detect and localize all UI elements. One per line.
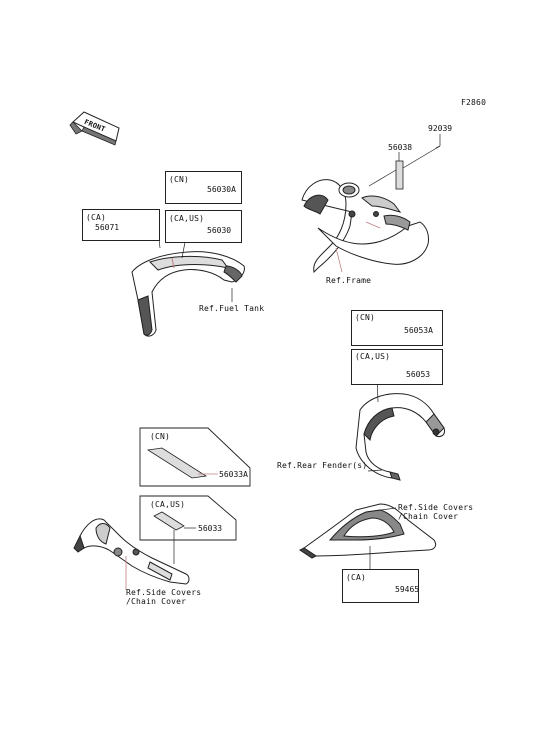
figure-id: F2860 <box>461 98 487 107</box>
front-arrow-icon <box>69 111 120 146</box>
part-56053a: 56053A <box>404 326 433 335</box>
callout-cn-56030a <box>165 171 242 204</box>
callout-ca-59465 <box>342 569 419 603</box>
part-56030: 56030 <box>207 226 232 235</box>
region-ca-side: (CA) <box>346 573 367 582</box>
rear-fender-part <box>355 393 445 481</box>
part-59465: 59465 <box>395 585 420 594</box>
callout-cn-56053a <box>351 310 443 346</box>
region-ca: (CA) <box>86 213 107 222</box>
region-ca-us-fender: (CA,US) <box>355 352 391 361</box>
region-cn-chain: (CN) <box>150 432 171 441</box>
ref-fuel-tank: Ref.Fuel Tank <box>199 304 265 313</box>
ref-side-covers-left: Ref.Side Covers /Chain Cover <box>126 588 202 606</box>
part-56030a: 56030A <box>207 185 236 194</box>
chain-cover-part <box>73 518 190 585</box>
callout-ca-56071 <box>82 209 160 241</box>
part-56053: 56053 <box>406 370 431 379</box>
part-56071: 56071 <box>95 223 120 232</box>
region-ca-us: (CA,US) <box>169 214 205 223</box>
fuel-tank-cover-part <box>131 251 245 337</box>
ref-frame: Ref.Frame <box>326 276 372 285</box>
part-56033: 56033 <box>198 524 223 533</box>
part-56038: 56038 <box>388 143 413 152</box>
ref-rear-fender: Ref.Rear Fender(s) <box>277 461 368 470</box>
part-92039: 92039 <box>428 124 453 133</box>
frame-part <box>301 179 429 274</box>
part-56033a: 56033A <box>219 470 248 479</box>
region-cn: (CN) <box>169 175 190 184</box>
side-covers-part <box>299 503 437 559</box>
callout-ca-us-56030 <box>165 210 242 243</box>
region-cn-fender: (CN) <box>355 313 376 322</box>
callout-ca-us-56053 <box>351 349 443 385</box>
ref-side-covers-right: Ref.Side Covers /Chain Cover <box>398 503 474 521</box>
region-ca-us-chain: (CA,US) <box>150 500 186 509</box>
